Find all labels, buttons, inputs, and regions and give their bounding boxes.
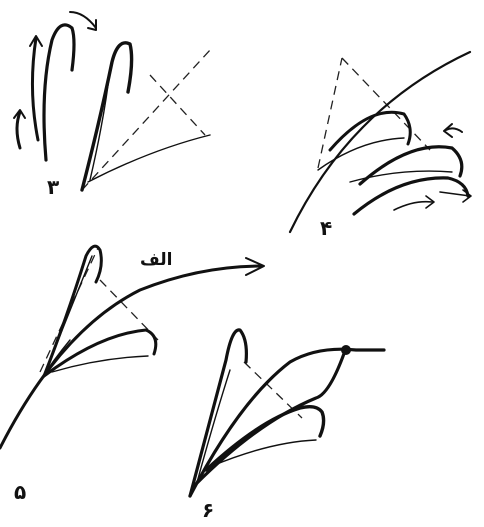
fig4-return-arrow-head-icon <box>444 124 452 137</box>
figure-3-label: ۳ <box>47 177 59 197</box>
figure-6-label: ۶ <box>202 500 214 520</box>
fig4-lower-stroke <box>354 178 468 214</box>
figure-6-strokes <box>190 330 384 496</box>
figure-4-label: ۴ <box>320 218 332 238</box>
figure-5-label: ۵ <box>14 482 26 502</box>
fig3-guide-line-3 <box>88 135 210 182</box>
figure-3-strokes <box>14 12 210 190</box>
fig6-tip-dot-icon <box>341 345 351 355</box>
fig4-return-arrow <box>446 128 462 132</box>
fig3-curved-arrow <box>70 12 96 28</box>
fig4-main-curve <box>290 52 470 232</box>
figure-4-strokes <box>290 52 471 232</box>
fig3-stroke-b <box>44 25 74 160</box>
figure-5-strokes <box>0 246 264 448</box>
figure-5-annotation: الف <box>140 252 172 269</box>
fig4-lower-arrow <box>394 202 432 210</box>
fig5-lower-bowl-base <box>52 356 148 372</box>
fig3-stroke-a <box>32 38 38 140</box>
fig3-small-stroke <box>17 112 20 148</box>
fig6-main-curve <box>190 349 384 496</box>
fig6-upper-stroke <box>190 330 246 496</box>
fig3-stroke-c <box>82 43 132 190</box>
fig3-guide-line-2 <box>150 75 205 135</box>
